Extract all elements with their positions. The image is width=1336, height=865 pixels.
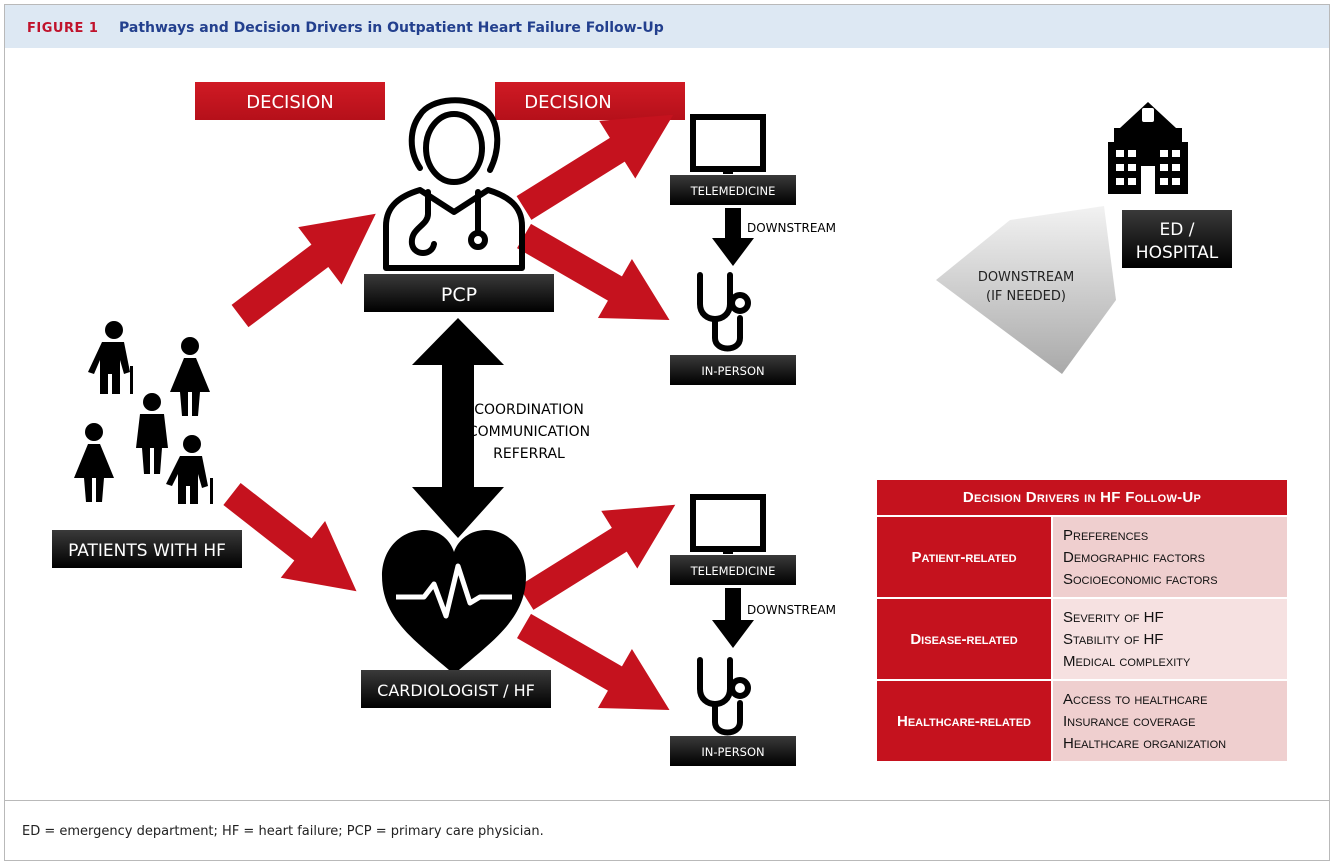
hospital-icon	[1108, 102, 1188, 194]
drivers-items-healthcare: Access to healthcare Insurance coverage …	[1052, 679, 1287, 761]
physician-icon	[383, 97, 525, 271]
drivers-items-patient: Preferences Demographic factors Socioeco…	[1052, 515, 1287, 598]
driver-item: Severity of HF	[1063, 609, 1164, 626]
drivers-table-header-row: Decision Drivers in HF Follow-Up	[877, 480, 1287, 516]
decision-box-1: DECISION	[195, 82, 385, 120]
cardio-downstream-arrow	[712, 588, 754, 648]
driver-item: Insurance coverage	[1063, 713, 1196, 730]
pathway-diagram: DECISION DECISION	[52, 82, 1232, 766]
downstream-if-needed-line-1: DOWNSTREAM	[978, 270, 1074, 285]
driver-item: Healthcare organization	[1063, 735, 1227, 752]
figure-header: FIGURE 1 Pathways and Decision Drivers i…	[5, 5, 1329, 48]
stethoscope-icon	[697, 272, 751, 352]
computer-monitor-icon	[690, 494, 766, 554]
pcp-inperson-label: IN-PERSON	[701, 364, 764, 378]
drivers-category-patient: Patient-related	[877, 515, 1053, 598]
drivers-category-disease: Disease-related	[877, 597, 1053, 680]
arrow-cardiologist-to-telemedicine	[518, 504, 676, 610]
hospital-label-line-1: ED /	[1160, 220, 1195, 240]
decision-box-2: DECISION	[495, 82, 685, 120]
arrow-pcp-to-inperson	[517, 223, 670, 320]
drivers-table-title: Decision Drivers in HF Follow-Up	[877, 480, 1287, 516]
decision-drivers-table: Decision Drivers in HF Follow-Up Patient…	[877, 480, 1287, 761]
computer-monitor-icon	[690, 114, 766, 174]
decision-label-1: DECISION	[246, 92, 333, 113]
hospital-label-box: ED / HOSPITAL	[1122, 210, 1232, 268]
decision-label-2: DECISION	[524, 92, 611, 113]
driver-item: Access to healthcare	[1063, 691, 1208, 708]
coordination-double-arrow	[412, 318, 504, 538]
pcp-inperson-box: IN-PERSON	[670, 355, 796, 385]
cardiologist-label-box: CARDIOLOGIST / HF	[361, 670, 551, 708]
figure-label: FIGURE 1	[27, 21, 99, 36]
drivers-row-healthcare: Healthcare-related Access to healthcare …	[877, 679, 1287, 761]
downstream-if-needed-arrow: DOWNSTREAM (IF NEEDED)	[936, 206, 1116, 374]
cardio-telemedicine-box: TELEMEDICINE	[670, 555, 796, 585]
coordination-text: COORDINATION	[474, 402, 584, 418]
pcp-downstream-label: DOWNSTREAM	[747, 221, 836, 235]
driver-item: Medical complexity	[1063, 653, 1191, 670]
pcp-label: PCP	[441, 284, 477, 306]
cardiologist-label: CARDIOLOGIST / HF	[377, 681, 535, 700]
figure-frame	[4, 4, 1330, 861]
pcp-telemedicine-label: TELEMEDICINE	[690, 184, 776, 198]
driver-item: Stability of HF	[1063, 631, 1164, 648]
footnote-divider	[5, 800, 1329, 801]
arrow-patients-to-pcp	[231, 213, 376, 328]
driver-item: Preferences	[1063, 527, 1149, 544]
hospital-label-line-2: HOSPITAL	[1136, 243, 1219, 263]
arrow-patients-to-cardiologist	[223, 482, 357, 592]
drivers-items-disease: Severity of HF Stability of HF Medical c…	[1052, 597, 1287, 680]
downstream-if-needed-line-2: (IF NEEDED)	[986, 289, 1066, 304]
patients-group-icon	[74, 321, 213, 504]
drivers-row-disease: Disease-related Severity of HF Stability…	[877, 597, 1287, 680]
communication-text: COMMUNICATION	[468, 424, 590, 440]
drivers-category-healthcare: Healthcare-related	[877, 679, 1053, 761]
cardio-inperson-box: IN-PERSON	[670, 736, 796, 766]
heart-monitor-icon	[382, 530, 526, 670]
cardio-downstream-label: DOWNSTREAM	[747, 603, 836, 617]
pcp-downstream-arrow	[712, 208, 754, 266]
patients-label-box: PATIENTS WITH HF	[52, 530, 242, 568]
cardio-inperson-label: IN-PERSON	[701, 745, 764, 759]
pcp-label-box: PCP	[364, 274, 554, 312]
pcp-telemedicine-box: TELEMEDICINE	[670, 175, 796, 205]
figure-title: Pathways and Decision Drivers in Outpati…	[119, 20, 664, 36]
patients-label: PATIENTS WITH HF	[68, 541, 226, 561]
referral-text: REFERRAL	[493, 446, 565, 462]
driver-item: Socioeconomic factors	[1063, 571, 1218, 588]
arrow-pcp-to-telemedicine	[516, 114, 674, 220]
cardio-telemedicine-label: TELEMEDICINE	[690, 564, 776, 578]
arrow-cardiologist-to-inperson	[517, 613, 670, 710]
drivers-row-patient: Patient-related Preferences Demographic …	[877, 515, 1287, 598]
stethoscope-icon	[697, 657, 751, 736]
driver-item: Demographic factors	[1063, 549, 1205, 566]
footnote-text: ED = emergency department; HF = heart fa…	[22, 824, 544, 839]
